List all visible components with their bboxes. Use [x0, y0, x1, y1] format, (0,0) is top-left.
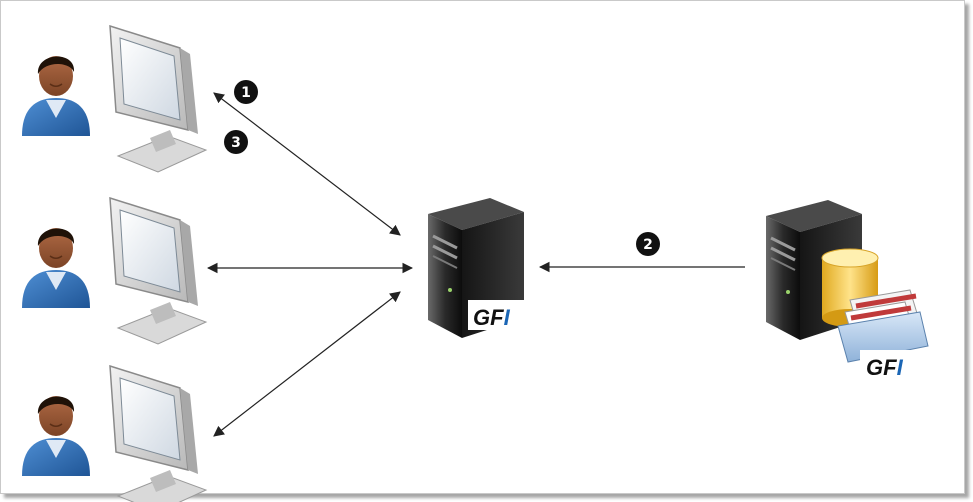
mail-folder-icon [837, 289, 929, 363]
brand-accent: I [897, 355, 904, 380]
brand-text: GF [473, 305, 504, 330]
user-icon [21, 227, 91, 309]
brand-logo: GFI [468, 300, 524, 330]
monitor-icon [109, 25, 207, 173]
svg-text:GFI: GFI [866, 355, 904, 380]
svg-text:1: 1 [241, 85, 251, 101]
monitor-icon [109, 197, 207, 345]
user-icon [21, 395, 91, 477]
brand-logo-mailserver: GFI [860, 350, 920, 380]
svg-text:GFI: GFI [473, 305, 511, 330]
step-badge-1: 1 [234, 80, 258, 104]
svg-text:3: 3 [231, 135, 241, 151]
monitor-icon [109, 365, 207, 502]
svg-text:2: 2 [643, 237, 653, 253]
arrow-user3-server [213, 291, 401, 437]
step-badge-3: 3 [224, 130, 248, 154]
step-badge-2: 2 [636, 232, 660, 256]
arrow-user1-server [213, 92, 401, 236]
user-icon [21, 55, 91, 137]
brand-text: GF [866, 355, 897, 380]
brand-accent: I [504, 305, 511, 330]
